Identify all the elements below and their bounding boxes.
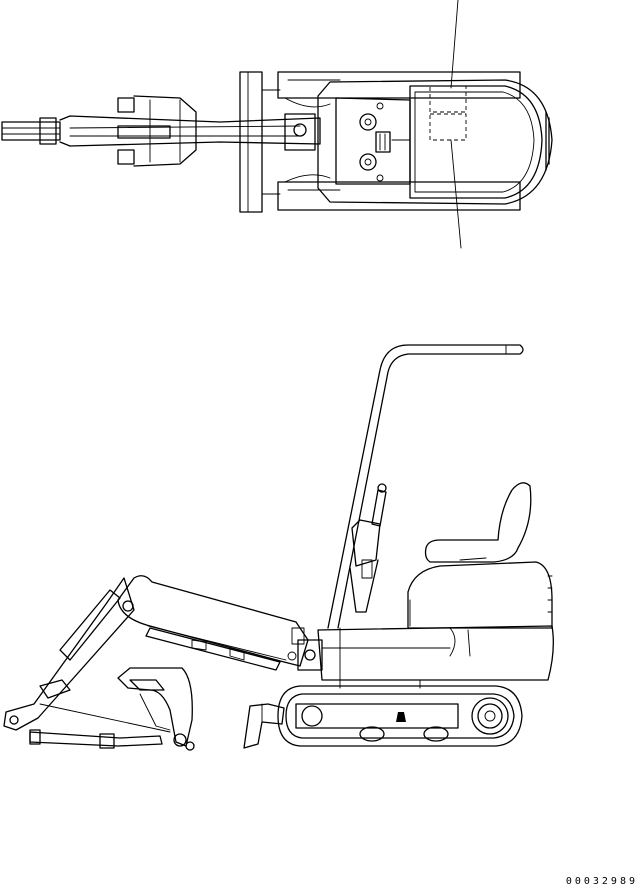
- arm-top: [2, 114, 320, 150]
- side-view: [4, 345, 553, 750]
- bucket-cylinder: [30, 704, 186, 748]
- track-side: [278, 680, 522, 746]
- engine-hood: [408, 562, 552, 628]
- part-number: 00032989: [565, 876, 638, 887]
- upper-body-top: [318, 80, 552, 204]
- boom: [118, 576, 308, 670]
- top-view: [2, 0, 552, 248]
- leader-line-upper: [451, 0, 458, 88]
- upper-frame: [318, 626, 553, 680]
- dozer-blade: [244, 704, 284, 748]
- seat: [426, 483, 531, 562]
- rops-frame: [328, 345, 523, 628]
- arm: [4, 578, 134, 730]
- bucket-top: [118, 96, 196, 166]
- tracks-top: [278, 72, 520, 210]
- bucket: [118, 668, 194, 750]
- leader-line-lower: [451, 140, 461, 248]
- blade-top: [240, 72, 280, 212]
- swing-post: [292, 628, 322, 670]
- control-levers: [350, 484, 386, 612]
